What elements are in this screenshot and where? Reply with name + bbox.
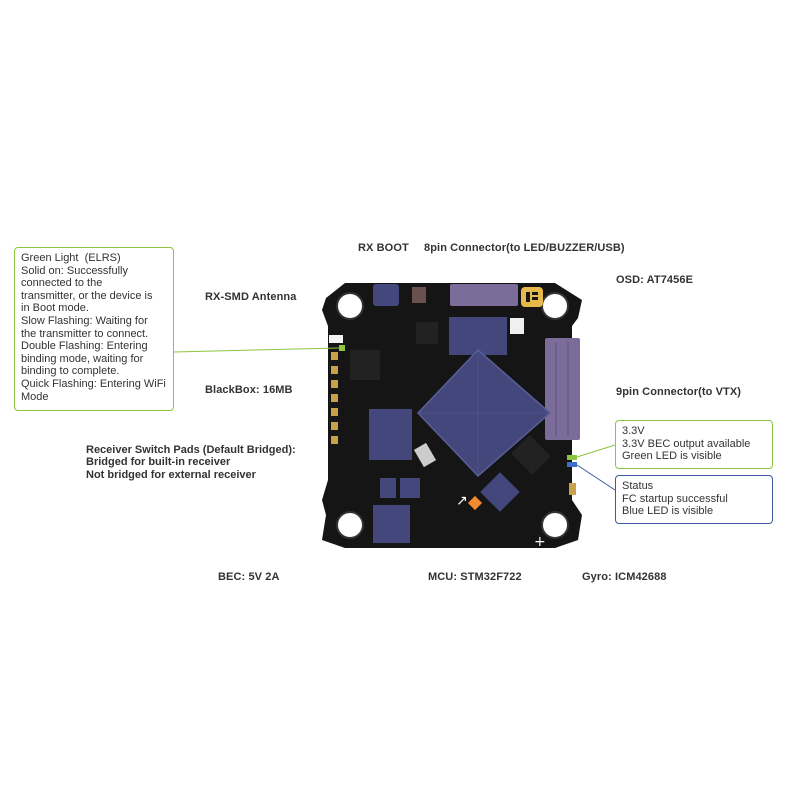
connector-8pin bbox=[450, 284, 518, 306]
leader-elrs bbox=[173, 347, 340, 353]
osd-chip bbox=[449, 317, 507, 355]
plus-mark: + bbox=[534, 534, 546, 550]
status-line: Blue LED is visible bbox=[622, 505, 714, 518]
small-chip bbox=[416, 322, 438, 344]
connector-9pin bbox=[545, 338, 580, 440]
v33-bec-callout: 3.3V 3.3V BEC output available Green LED… bbox=[615, 420, 773, 469]
blackbox-chip bbox=[369, 409, 412, 460]
elrs-green-light-callout: Green Light (ELRS) Solid on: Successfull… bbox=[14, 247, 174, 411]
bec-label: BEC: 5V 2A bbox=[218, 571, 280, 583]
elrs-line: Slow Flashing: Waiting for bbox=[21, 314, 148, 327]
mcu-label: MCU: STM32F722 bbox=[428, 571, 522, 583]
v33-line: 3.3V bbox=[622, 425, 645, 437]
elrs-line: binding to complete. bbox=[21, 365, 120, 378]
led-3v3-green bbox=[567, 455, 577, 460]
mounting-hole-bottom-left bbox=[336, 511, 364, 539]
v33-line: 3.3V BEC output available bbox=[622, 437, 751, 450]
bec-component-a bbox=[380, 478, 396, 498]
status-line: Status bbox=[622, 480, 654, 492]
led-status-blue bbox=[567, 462, 577, 467]
leader-3v3 bbox=[576, 444, 616, 458]
leader-status bbox=[576, 464, 616, 491]
elrs-line: Solid on: Successfully bbox=[21, 264, 128, 277]
receiver-gold-pads bbox=[331, 352, 338, 444]
rx-boot-button bbox=[373, 284, 399, 306]
elrs-line: Double Flashing: Entering bbox=[21, 340, 148, 353]
rx-smd-antenna-label: RX-SMD Antenna bbox=[205, 291, 297, 303]
rx-antenna-led bbox=[329, 335, 343, 343]
elrs-line: transmitter, or the device is bbox=[21, 289, 153, 302]
status-line: FC startup successful bbox=[622, 492, 728, 505]
arrow-mark: ↗ bbox=[456, 493, 468, 509]
mounting-hole-top-left bbox=[336, 292, 364, 320]
mounting-hole-bottom-right bbox=[541, 511, 569, 539]
rx-boot-label: RX BOOT bbox=[358, 242, 409, 254]
blackbox-label: BlackBox: 16MB bbox=[205, 384, 293, 396]
elrs-line: connected to the bbox=[21, 277, 103, 290]
elrs-line: Quick Flashing: Entering WiFi bbox=[21, 377, 166, 390]
bec-chip bbox=[373, 505, 410, 543]
pads-line-3: Not bridged for external receiver bbox=[86, 468, 256, 481]
mounting-hole-top-right bbox=[541, 292, 569, 320]
elrs-line: Mode bbox=[21, 390, 49, 403]
pads-line-1: Receiver Switch Pads (Default Bridged): bbox=[86, 444, 296, 456]
bec-component-b bbox=[400, 478, 420, 498]
elrs-line: Green Light (ELRS) bbox=[21, 252, 121, 264]
elrs-green-led bbox=[339, 345, 345, 351]
connector-9pin-label: 9pin Connector(to VTX) bbox=[616, 386, 742, 398]
crystal bbox=[413, 442, 437, 468]
gyro-orange-part bbox=[467, 495, 483, 511]
elrs-line: binding mode, waiting for bbox=[21, 352, 144, 365]
power-chip bbox=[511, 435, 551, 475]
status-led-callout: Status FC startup successful Blue LED is… bbox=[615, 475, 773, 524]
right-edge-pad bbox=[569, 483, 576, 495]
pads-line-2: Bridged for built-in receiver bbox=[86, 456, 231, 469]
elrs-line: in Boot mode. bbox=[21, 302, 89, 315]
osd-label: OSD: AT7456E bbox=[616, 274, 694, 286]
receiver-switch-pads-note: Receiver Switch Pads (Default Bridged): … bbox=[86, 444, 296, 481]
gyro-chip bbox=[480, 472, 520, 512]
white-smd bbox=[510, 318, 524, 334]
elrs-line: the transmitter to connect. bbox=[21, 327, 149, 340]
elrs-chip bbox=[350, 350, 380, 380]
v33-line: Green LED is visible bbox=[622, 450, 722, 463]
gyro-label: Gyro: ICM42688 bbox=[582, 571, 667, 583]
connector-8pin-label: 8pin Connector(to LED/BUZZER/USB) bbox=[424, 242, 625, 254]
rx-boot-cap bbox=[412, 287, 426, 303]
